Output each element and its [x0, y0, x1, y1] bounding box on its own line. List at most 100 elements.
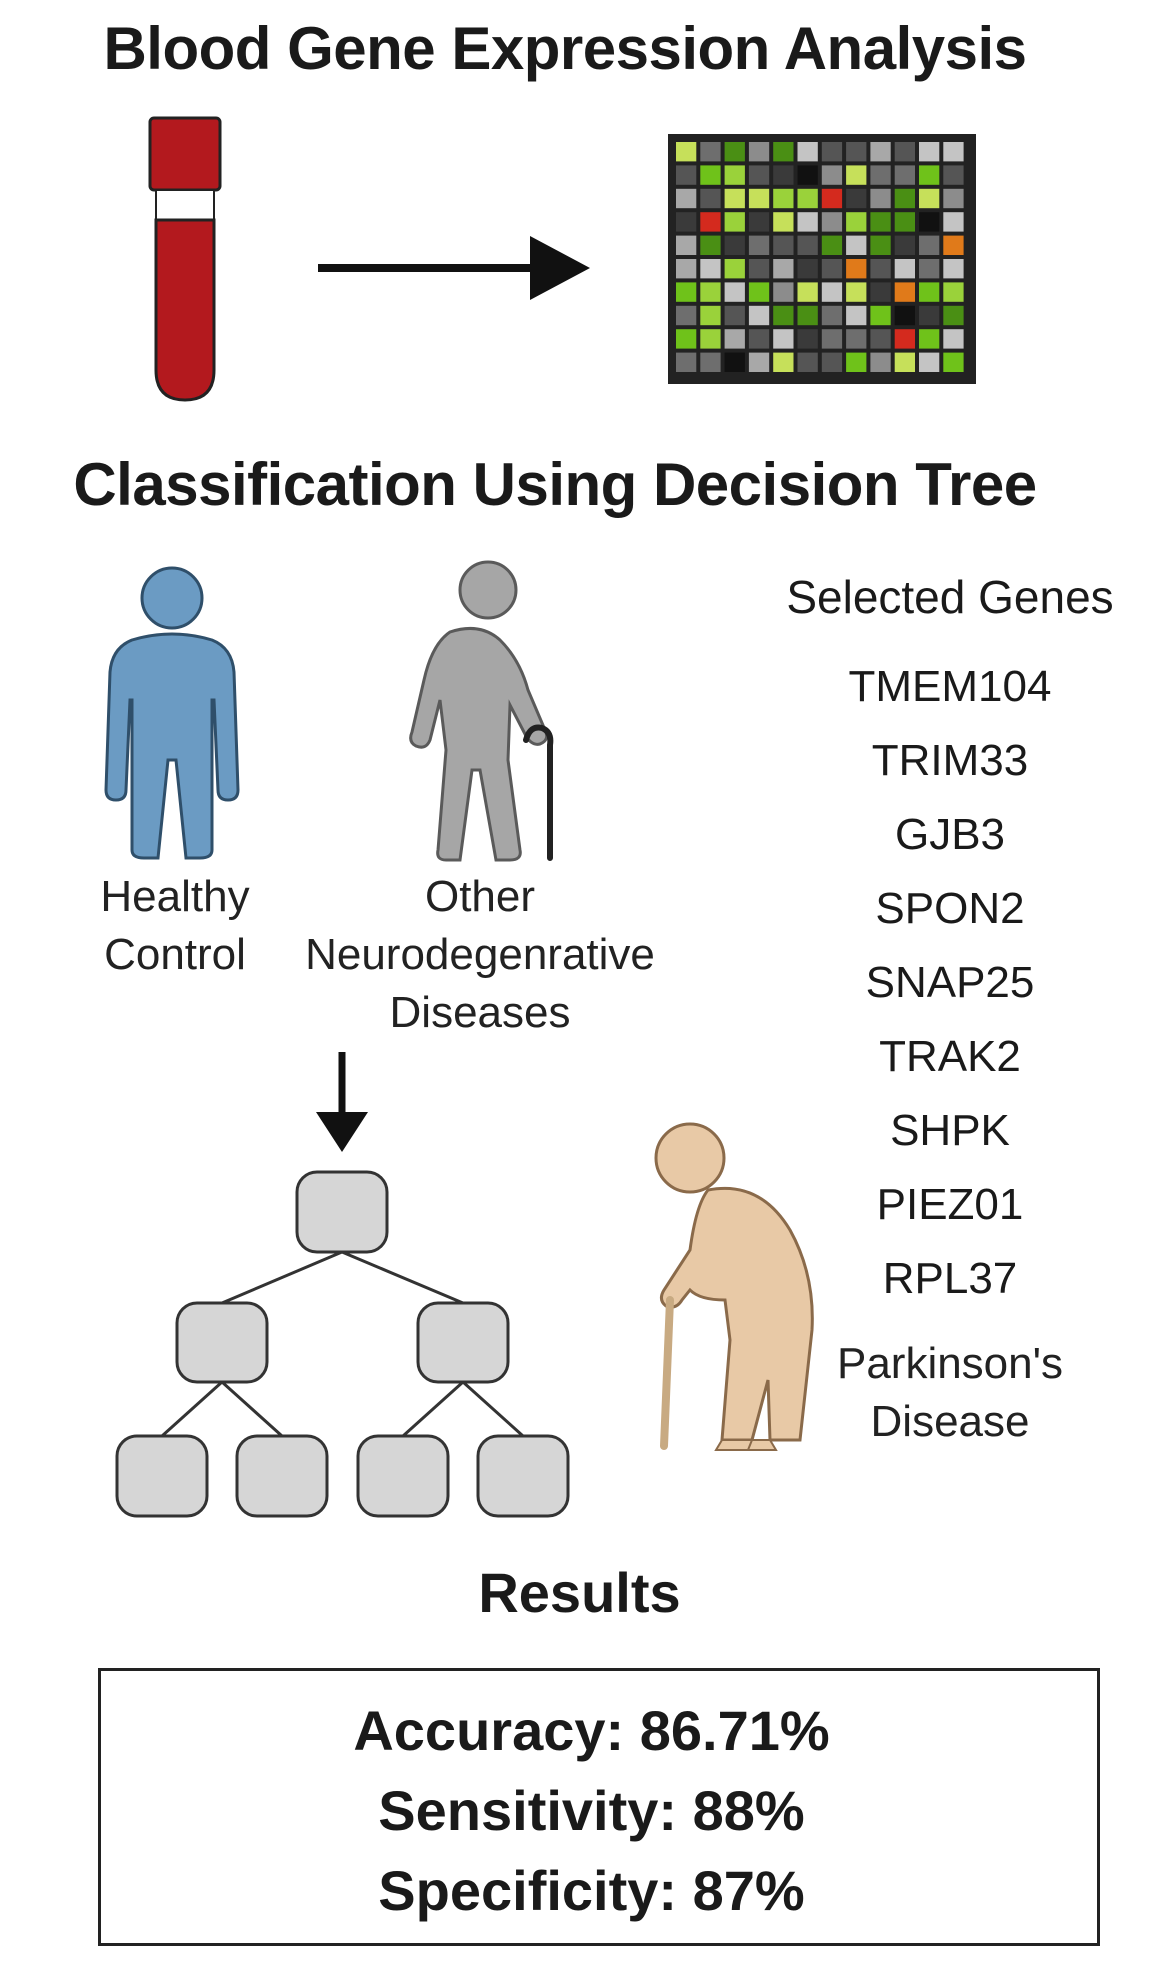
accuracy-metric: Accuracy: 86.71%	[353, 1699, 830, 1762]
heatmap-cell	[797, 305, 818, 326]
tree-node-root	[295, 1170, 389, 1254]
heatmap-cell	[748, 329, 770, 349]
heatmap-cell	[821, 282, 843, 302]
heatmap-cell	[943, 282, 964, 302]
heatmap-cell	[797, 235, 818, 255]
heatmap-cell	[724, 142, 745, 162]
heatmap-cell	[821, 259, 843, 279]
heatmap-cell	[846, 329, 867, 349]
heatmap-cell	[943, 235, 964, 255]
heatmap-cell	[700, 282, 721, 302]
results-box: Accuracy: 86.71% Sensitivity: 88% Specif…	[98, 1668, 1100, 1946]
heatmap-cell	[700, 235, 721, 255]
heatmap-cell	[700, 329, 721, 349]
heatmap-cell	[724, 212, 745, 232]
heatmap-cell	[846, 165, 867, 185]
heatmap-cell	[943, 259, 964, 279]
heatmap-cell	[821, 305, 843, 326]
heatmap-cell	[748, 305, 770, 326]
tree-leaf-2	[235, 1434, 329, 1518]
heatmap-cell	[894, 352, 915, 372]
heatmap-cell	[748, 212, 770, 232]
elderly-cane-person-icon	[409, 560, 554, 862]
heatmap-cell	[919, 259, 940, 279]
heatmap-cell	[773, 235, 794, 255]
gene-item: PIEZ01	[876, 1180, 1024, 1229]
heatmap-cell	[943, 305, 964, 326]
heatmap-cell	[870, 188, 891, 209]
healthy-label-line-1: Healthy	[100, 872, 250, 921]
heatmap-cell	[748, 188, 770, 209]
heatmap-cell	[773, 142, 794, 162]
specificity-metric: Specificity: 87%	[378, 1859, 805, 1922]
parkinsons-label: Parkinson's Disease	[790, 1335, 1110, 1451]
gene-item: RPL37	[882, 1254, 1018, 1303]
heatmap-cell	[724, 282, 745, 302]
heatmap-cell	[700, 305, 721, 326]
heatmap-cell	[797, 329, 818, 349]
heatmap-cell	[748, 352, 770, 372]
results-title: Results	[478, 1561, 681, 1624]
tree-node-right	[416, 1301, 510, 1384]
heatmap-cell	[846, 305, 867, 326]
heatmap-cell	[821, 165, 843, 185]
heatmap-cell	[870, 329, 891, 349]
heatmap-cell	[773, 212, 794, 232]
heatmap-cell	[797, 142, 818, 162]
heatmap-cell	[676, 282, 697, 302]
heatmap-cell	[676, 305, 697, 326]
heatmap-cell	[700, 165, 721, 185]
heatmap-cell	[724, 329, 745, 349]
heatmap-cell	[919, 235, 940, 255]
heatmap-cell	[700, 259, 721, 279]
sensitivity-metric: Sensitivity: 88%	[378, 1779, 805, 1842]
heatmap-cell	[797, 165, 818, 185]
heatmap-cell	[773, 188, 794, 209]
heatmap-cell	[797, 352, 818, 372]
heatmap-cell	[676, 165, 697, 185]
pd-label-line-2: Disease	[870, 1397, 1030, 1446]
healthy-person-icon	[104, 566, 240, 860]
heatmap-cell	[797, 212, 818, 232]
gene-item: SHPK	[890, 1106, 1010, 1155]
gene-item: TMEM104	[848, 662, 1052, 711]
heatmap-cell	[700, 188, 721, 209]
heatmap-cell	[943, 212, 964, 232]
gene-item: GJB3	[894, 810, 1006, 859]
heatmap-cell	[943, 352, 964, 372]
other-label-line-2: Neurodegenrative	[305, 930, 655, 979]
parkinsons-patient-icon	[654, 1122, 814, 1451]
heatmap-cell	[676, 188, 697, 209]
page-title: Blood Gene Expression Analysis	[103, 15, 1027, 82]
heatmap-cell	[724, 259, 745, 279]
heatmap-cell	[894, 212, 915, 232]
heatmap-cell	[773, 352, 794, 372]
tree-leaf-1	[115, 1434, 209, 1518]
heatmap-icon	[668, 134, 976, 384]
heatmap-cell	[943, 165, 964, 185]
heatmap-cell	[797, 188, 818, 209]
heatmap-cell	[773, 305, 794, 326]
heatmap-cell	[700, 212, 721, 232]
heatmap-cell	[870, 259, 891, 279]
healthy-control-label: Healthy Control	[70, 868, 280, 984]
gene-item: SNAP25	[865, 958, 1035, 1007]
heatmap-cell	[919, 329, 940, 349]
heatmap-cell	[846, 352, 867, 372]
heatmap-cell	[894, 282, 915, 302]
heatmap-cell	[748, 282, 770, 302]
heatmap-cell	[846, 259, 867, 279]
tree-leaf-4	[476, 1434, 570, 1518]
heatmap-cell	[870, 165, 891, 185]
pd-label-line-1: Parkinson's	[836, 1339, 1064, 1388]
heatmap-cell	[870, 352, 891, 372]
heatmap-cell	[894, 329, 915, 349]
heatmap-cell	[919, 305, 940, 326]
heatmap-cell	[676, 212, 697, 232]
other-label-line-1: Other	[424, 872, 536, 921]
gene-item: SPON2	[875, 884, 1025, 933]
tree-leaf-3	[356, 1434, 450, 1518]
healthy-label-line-2: Control	[104, 930, 246, 979]
heatmap-cell	[748, 259, 770, 279]
